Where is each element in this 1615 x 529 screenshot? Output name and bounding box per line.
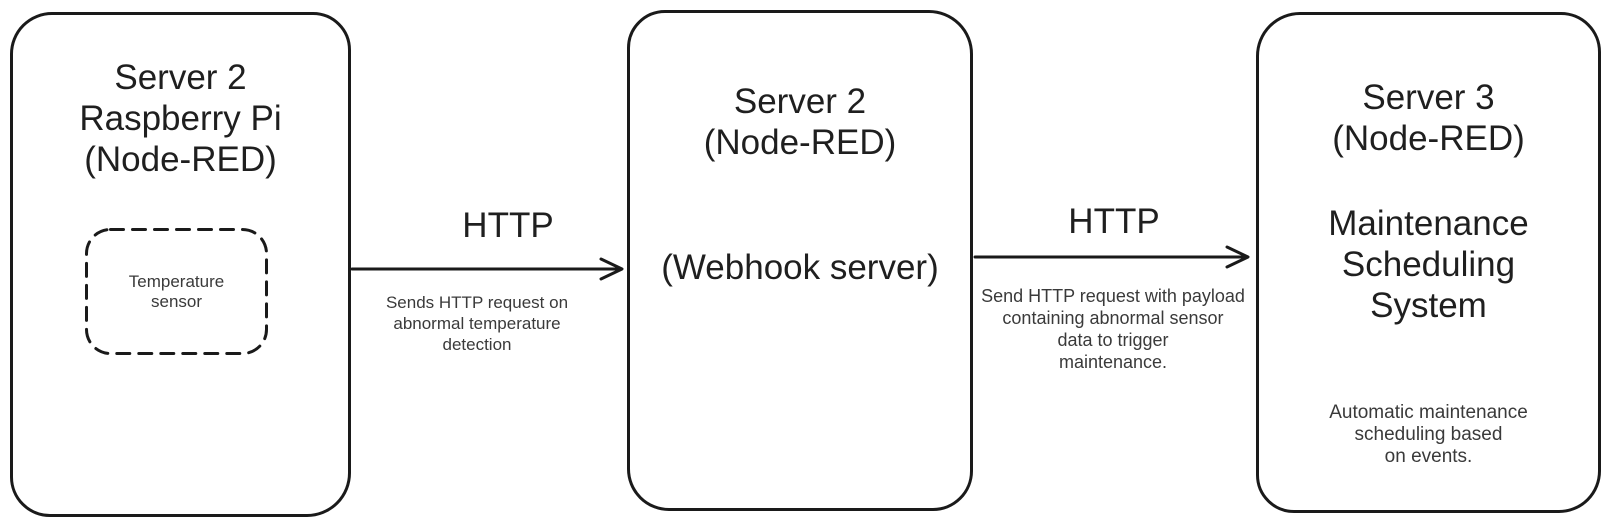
node-note-line: Automatic maintenance — [1329, 402, 1528, 423]
node-title-line: Server 2 — [114, 58, 247, 97]
http-arrow-1 — [350, 257, 624, 281]
edge-description-line: data to trigger — [1057, 330, 1169, 350]
node-title: Server 2 (Node-RED) — [630, 81, 970, 163]
node-server2-webhook: Server 2 (Node-RED) (Webhook server) — [627, 10, 973, 511]
edge-description-line: Send HTTP request with payload — [981, 286, 1245, 306]
node-subtitle: (Webhook server) — [661, 248, 939, 287]
temperature-sensor-node: Temperature sensor — [85, 228, 268, 355]
edge-description-2: Send HTTP request with payload containin… — [981, 285, 1245, 373]
edge-description-line: detection — [442, 335, 512, 354]
edge-description-1: Sends HTTP request on abnormal temperatu… — [386, 292, 568, 355]
node-server2-raspberry-pi: Server 2 Raspberry Pi (Node-RED) Tempera… — [10, 12, 351, 517]
node-system-name-line: Scheduling — [1341, 245, 1516, 284]
node-system-name-line: System — [1370, 286, 1487, 325]
edge-label-http-1: HTTP — [462, 206, 554, 245]
node-note-line: on events. — [1384, 446, 1473, 467]
node-title: Server 3 (Node-RED) — [1259, 77, 1598, 159]
edge-description-line: Sends HTTP request on — [385, 293, 569, 312]
edge-description-line: containing abnormal sensor — [1002, 308, 1224, 328]
node-note-line: scheduling based — [1354, 424, 1503, 445]
sensor-label-line: sensor — [150, 291, 203, 311]
node-title-line: (Node-RED) — [84, 140, 277, 179]
dashed-border — [85, 228, 268, 355]
node-title-line: (Node-RED) — [703, 123, 897, 162]
node-system-name: Maintenance Scheduling System — [1259, 203, 1598, 326]
node-note: Automatic maintenance scheduling based o… — [1259, 402, 1598, 468]
edge-label-http-2: HTTP — [1068, 202, 1160, 241]
edge-description-line: abnormal temperature — [393, 314, 561, 333]
node-title: Server 2 Raspberry Pi (Node-RED) — [13, 57, 348, 180]
sensor-label-line: Temperature — [128, 271, 225, 291]
node-title-line: Server 3 — [1362, 78, 1495, 117]
node-title-line: Raspberry Pi — [79, 99, 282, 138]
http-arrow-2 — [973, 245, 1250, 269]
node-system-name-line: Maintenance — [1328, 204, 1529, 243]
node-title-line: (Node-RED) — [1332, 119, 1525, 158]
sensor-label: Temperature sensor — [85, 228, 268, 355]
node-server3-maintenance: Server 3 (Node-RED) Maintenance Scheduli… — [1256, 12, 1601, 513]
node-title-line: Server 2 — [733, 82, 867, 121]
edge-description-line: maintenance. — [1058, 352, 1168, 372]
